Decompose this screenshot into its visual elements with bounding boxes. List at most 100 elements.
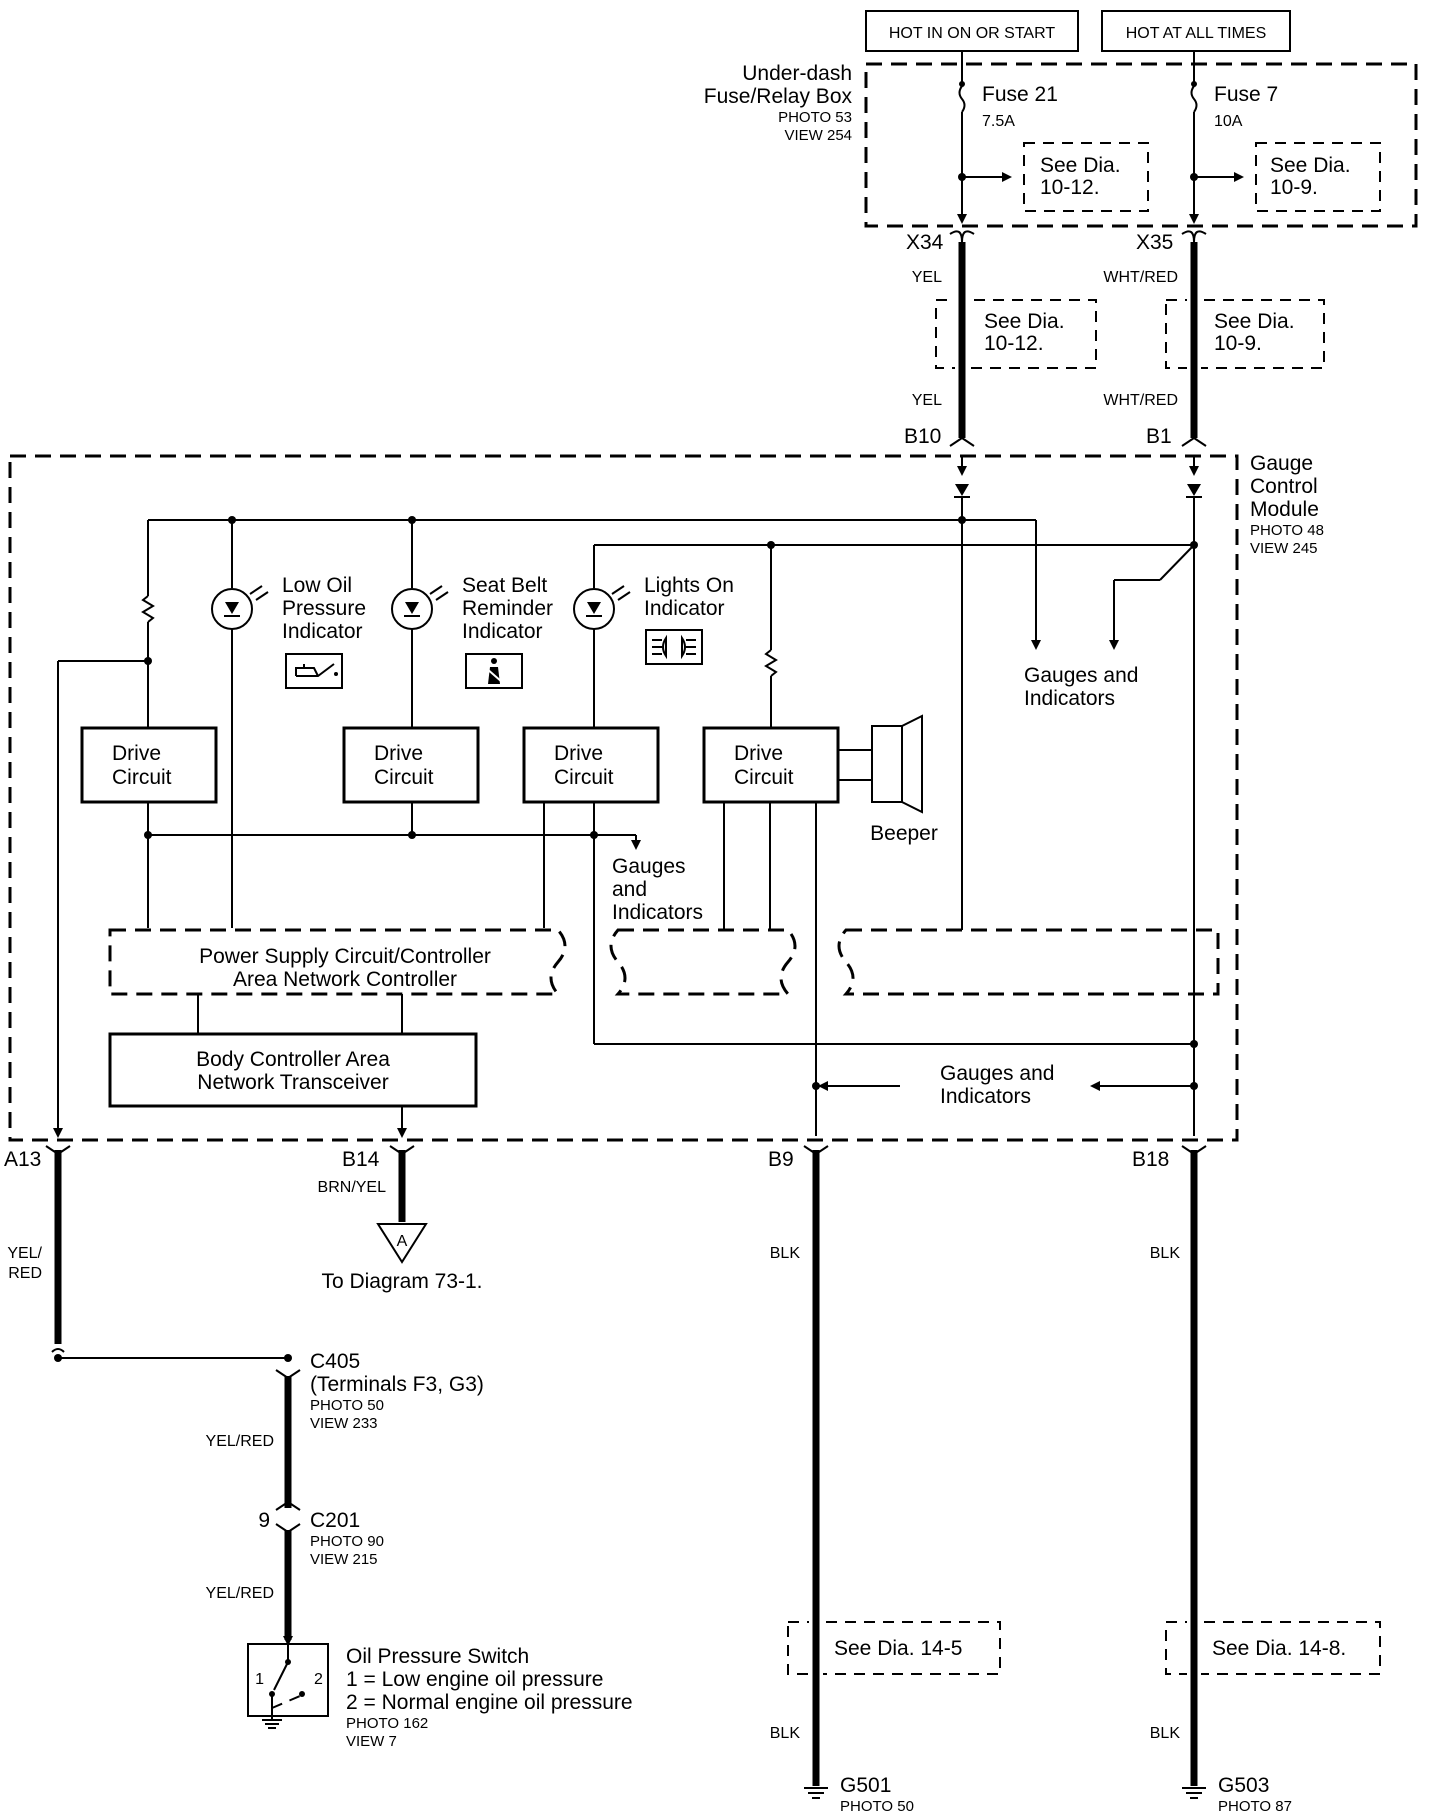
beeper: Beeper [838, 714, 938, 845]
conn-a13: A13 [4, 1148, 41, 1171]
bcan-label-1: Body Controller Area [196, 1048, 390, 1071]
beeper-label: Beeper [870, 822, 938, 845]
hot-at-all-times-label: HOT AT ALL TIMES [1126, 25, 1267, 42]
fuse-21-name: Fuse 21 [982, 83, 1058, 106]
switch-state-1: 1 = Low engine oil pressure [346, 1668, 603, 1691]
gcm-view: VIEW 245 [1250, 540, 1318, 557]
switch-state-2: 2 = Normal engine oil pressure [346, 1691, 633, 1714]
c405-name: C405 [310, 1350, 360, 1373]
hot-at-all-times-box: HOT AT ALL TIMES [1101, 10, 1291, 52]
gcm-photo: PHOTO 48 [1250, 522, 1324, 539]
fusebox-photo: PHOTO 53 [778, 109, 852, 126]
c201-photo: PHOTO 90 [310, 1533, 384, 1550]
fuse-7-name: Fuse 7 [1214, 83, 1278, 106]
conn-b9: B9 [768, 1148, 794, 1171]
belt-label-2: Reminder [462, 597, 553, 620]
g501-name: G501 [840, 1774, 891, 1797]
svg-text:Drive: Drive [734, 742, 783, 765]
wire-blk-b9: BLK BLK [770, 1145, 829, 1786]
see3-l2: 10-12. [984, 332, 1044, 355]
diagram-ref-letter: A [397, 1233, 408, 1250]
gauges1-l1: Gauges and [1024, 664, 1138, 687]
power-supply-can-controller: Power Supply Circuit/Controller Area Net… [108, 928, 567, 996]
conn-b14: B14 [342, 1148, 380, 1171]
wire-yelred-c405: YEL/RED [206, 1433, 274, 1450]
see5-label: See Dia. 14-5 [834, 1637, 962, 1660]
see3-l1: See Dia. [984, 310, 1065, 333]
g503-photo: PHOTO 87 [1218, 1798, 1292, 1815]
conn-b10: B10 [904, 425, 941, 448]
ground-icon [262, 1708, 282, 1729]
g501-photo: PHOTO 50 [840, 1798, 914, 1815]
lights-label-2: Indicator [644, 597, 725, 620]
gcm-name-3: Module [1250, 498, 1319, 521]
oil-label-2: Pressure [282, 597, 366, 620]
gauges2-l2: and [612, 878, 647, 901]
belt-label-1: Seat Belt [462, 574, 547, 597]
see-dia-14-5-ref: See Dia. 14-5 [787, 1616, 1001, 1680]
oil-label-3: Indicator [282, 620, 363, 643]
hot-in-on-label: HOT IN ON OR START [889, 25, 1055, 42]
wire-yelred-1: YEL/ [7, 1245, 42, 1262]
gauges1-l2: Indicators [1024, 687, 1115, 710]
gauge-control-module: Gauge Control Module PHOTO 48 VIEW 245 G… [8, 452, 1324, 1142]
g503-name: G503 [1218, 1774, 1269, 1797]
connector-c201: 9 C201 PHOTO 90 VIEW 215 [258, 1500, 384, 1568]
see6-label: See Dia. 14-8. [1212, 1637, 1346, 1660]
switch-name: Oil Pressure Switch [346, 1645, 529, 1668]
c405-terms: (Terminals F3, G3) [310, 1373, 484, 1396]
see4-l2: 10-9. [1214, 332, 1262, 355]
see1-l1: See Dia. [1040, 154, 1121, 177]
seat-belt-reminder-indicator: Seat Belt Reminder Indicator [391, 520, 553, 728]
fusebox-view: VIEW 254 [784, 127, 852, 144]
fuse-21-amp: 7.5A [982, 113, 1015, 130]
conn-x34: X34 [906, 231, 944, 254]
ground-g503: G503 PHOTO 87 [1182, 1774, 1292, 1815]
see-dia-10-12-ref-top: See Dia. 10-12. [1023, 142, 1149, 212]
fuse-relay-box: Under-dash Fuse/Relay Box PHOTO 53 VIEW … [704, 51, 1418, 228]
see-dia-10-12-ref-mid: See Dia. 10-12. [935, 296, 1097, 372]
low-oil-pressure-indicator: Low Oil Pressure Indicator [211, 520, 366, 928]
see1-l2: 10-12. [1040, 176, 1100, 199]
c405-photo: PHOTO 50 [310, 1397, 384, 1414]
wire-yel-b: YEL [912, 392, 942, 409]
headlight-icon [652, 634, 696, 660]
fuse-7-amp: 10A [1214, 113, 1243, 130]
wire-whtred-a: WHT/RED [1103, 269, 1178, 286]
ground-g501: G501 PHOTO 50 [804, 1774, 914, 1815]
hot-in-on-or-start-box: HOT IN ON OR START [865, 10, 1079, 52]
svg-text:Circuit: Circuit [554, 766, 614, 789]
svg-text:Circuit: Circuit [112, 766, 172, 789]
switch-pos-2: 2 [314, 1671, 323, 1688]
drive-circuit-3: Drive Circuit [522, 726, 660, 804]
fuse-21: Fuse 21 7.5A [957, 51, 1058, 224]
oil-label-1: Low Oil [282, 574, 352, 597]
belt-label-3: Indicator [462, 620, 543, 643]
svg-text:Drive: Drive [112, 742, 161, 765]
wire-brnyel: BRN/YEL [318, 1179, 387, 1196]
wire-blk-b9-label: BLK [770, 1245, 801, 1262]
gauges3-l2: Indicators [940, 1085, 1031, 1108]
c405-view: VIEW 233 [310, 1415, 378, 1432]
see-dia-10-9-ref-top: See Dia. 10-9. [1255, 142, 1381, 212]
wire-yelred-2: RED [8, 1265, 42, 1282]
conn-b1: B1 [1146, 425, 1172, 448]
c201-name: C201 [310, 1509, 360, 1532]
wire-yelred-c201: YEL/RED [206, 1585, 274, 1602]
gauges2-l1: Gauges [612, 855, 686, 878]
gauges2-l3: Indicators [612, 901, 703, 924]
diagram-ref-text: To Diagram 73-1. [321, 1270, 482, 1293]
wire-blk-g501-label: BLK [770, 1725, 801, 1742]
can-segment-middle [609, 928, 797, 996]
see-dia-10-9-ref-mid: See Dia. 10-9. [1165, 296, 1325, 372]
lights-label-1: Lights On [644, 574, 734, 597]
gauges3-l1: Gauges and [940, 1062, 1054, 1085]
svg-text:Circuit: Circuit [734, 766, 794, 789]
drive-circuit-1: Drive Circuit [80, 726, 218, 804]
conn-x35: X35 [1136, 231, 1173, 254]
wire-brn-yel-b14: BRN/YEL A To Diagram 73-1. [318, 1145, 483, 1293]
drive-circuit-2: Drive Circuit [342, 726, 480, 804]
body-can-transceiver: Body Controller Area Network Transceiver [108, 1032, 478, 1108]
svg-text:Drive: Drive [554, 742, 603, 765]
gcm-name-2: Control [1250, 475, 1318, 498]
